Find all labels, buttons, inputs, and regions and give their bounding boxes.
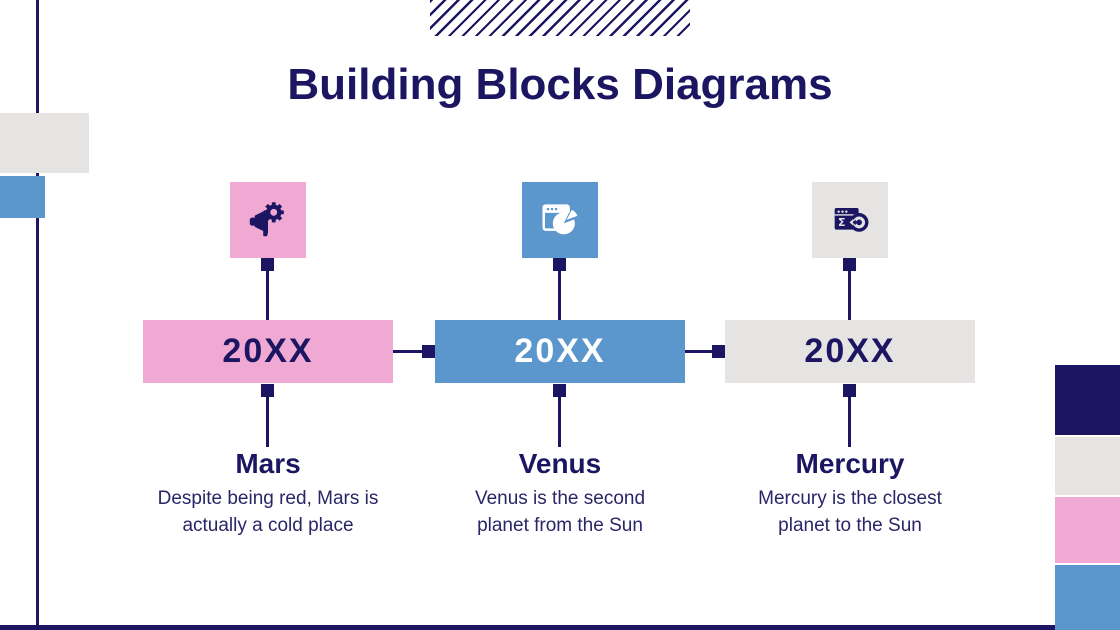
venus-description-line1: Venus is the second xyxy=(474,488,646,509)
connector-square xyxy=(712,345,725,358)
left-gray-block-decoration xyxy=(0,113,89,173)
venus-description: Venus is the second planet from the Sun xyxy=(435,485,685,539)
browser-sum-target-icon: Σ xyxy=(834,208,869,232)
mercury-year-bar: 20XX xyxy=(725,320,975,383)
left-blue-block-decoration xyxy=(0,176,45,218)
connector-line xyxy=(558,271,561,320)
connector-line-mars-venus xyxy=(393,350,422,353)
left-vertical-line-decoration xyxy=(36,0,39,630)
palette-swatch-navy xyxy=(1055,365,1120,435)
connector-square xyxy=(553,384,566,397)
browser-pie-chart-icon xyxy=(542,204,578,235)
timeline-item-mars: 20XX Mars Despite being red, Mars is act… xyxy=(143,182,393,560)
mars-description-line1: Despite being red, Mars is xyxy=(157,488,379,509)
venus-title: Venus xyxy=(518,448,602,479)
timeline-item-venus: 20XX Venus Venus is the second planet fr… xyxy=(435,182,685,560)
mars-year-bar: 20XX xyxy=(143,320,393,383)
mercury-year-label: 20XX xyxy=(804,332,896,370)
connector-square xyxy=(553,258,566,271)
connector-line xyxy=(266,271,269,320)
mars-description-line2: actually a cold place xyxy=(182,515,354,536)
venus-description-line2: planet from the Sun xyxy=(477,515,643,536)
connector-square xyxy=(261,258,274,271)
venus-year-bar: 20XX xyxy=(435,320,685,383)
palette-swatch-blue xyxy=(1055,565,1120,630)
mercury-title: Mercury xyxy=(795,448,905,479)
svg-text:Σ: Σ xyxy=(838,216,846,229)
connector-line xyxy=(558,397,561,447)
bottom-navy-strip xyxy=(0,625,1120,630)
mars-icon-tile xyxy=(230,182,306,258)
mars-year-label: 20XX xyxy=(222,332,314,370)
connector-square xyxy=(261,384,274,397)
mercury-icon-tile: Σ xyxy=(812,182,888,258)
mercury-description-line2: planet to the Sun xyxy=(778,515,922,536)
mars-description: Despite being red, Mars is actually a co… xyxy=(143,485,393,539)
venus-icon-tile xyxy=(522,182,598,258)
connector-line xyxy=(266,397,269,447)
megaphone-gear-icon xyxy=(249,202,284,237)
diagonal-stripes-decoration xyxy=(430,0,690,36)
mercury-description-line1: Mercury is the closest xyxy=(758,488,942,509)
connector-line xyxy=(848,397,851,447)
connector-square xyxy=(843,384,856,397)
connector-square xyxy=(843,258,856,271)
venus-year-label: 20XX xyxy=(514,332,606,370)
palette-swatch-gray xyxy=(1055,437,1120,495)
timeline-item-mercury: Σ 20XX Mercury Mercury is the closest pl… xyxy=(725,182,975,560)
connector-line xyxy=(848,271,851,320)
connector-line-venus-mercury xyxy=(685,350,712,353)
palette-swatch-pink xyxy=(1055,497,1120,563)
slide-title: Building Blocks Diagrams xyxy=(287,60,833,109)
connector-square xyxy=(422,345,435,358)
mercury-description: Mercury is the closest planet to the Sun xyxy=(725,485,975,539)
mars-title: Mars xyxy=(235,448,301,479)
